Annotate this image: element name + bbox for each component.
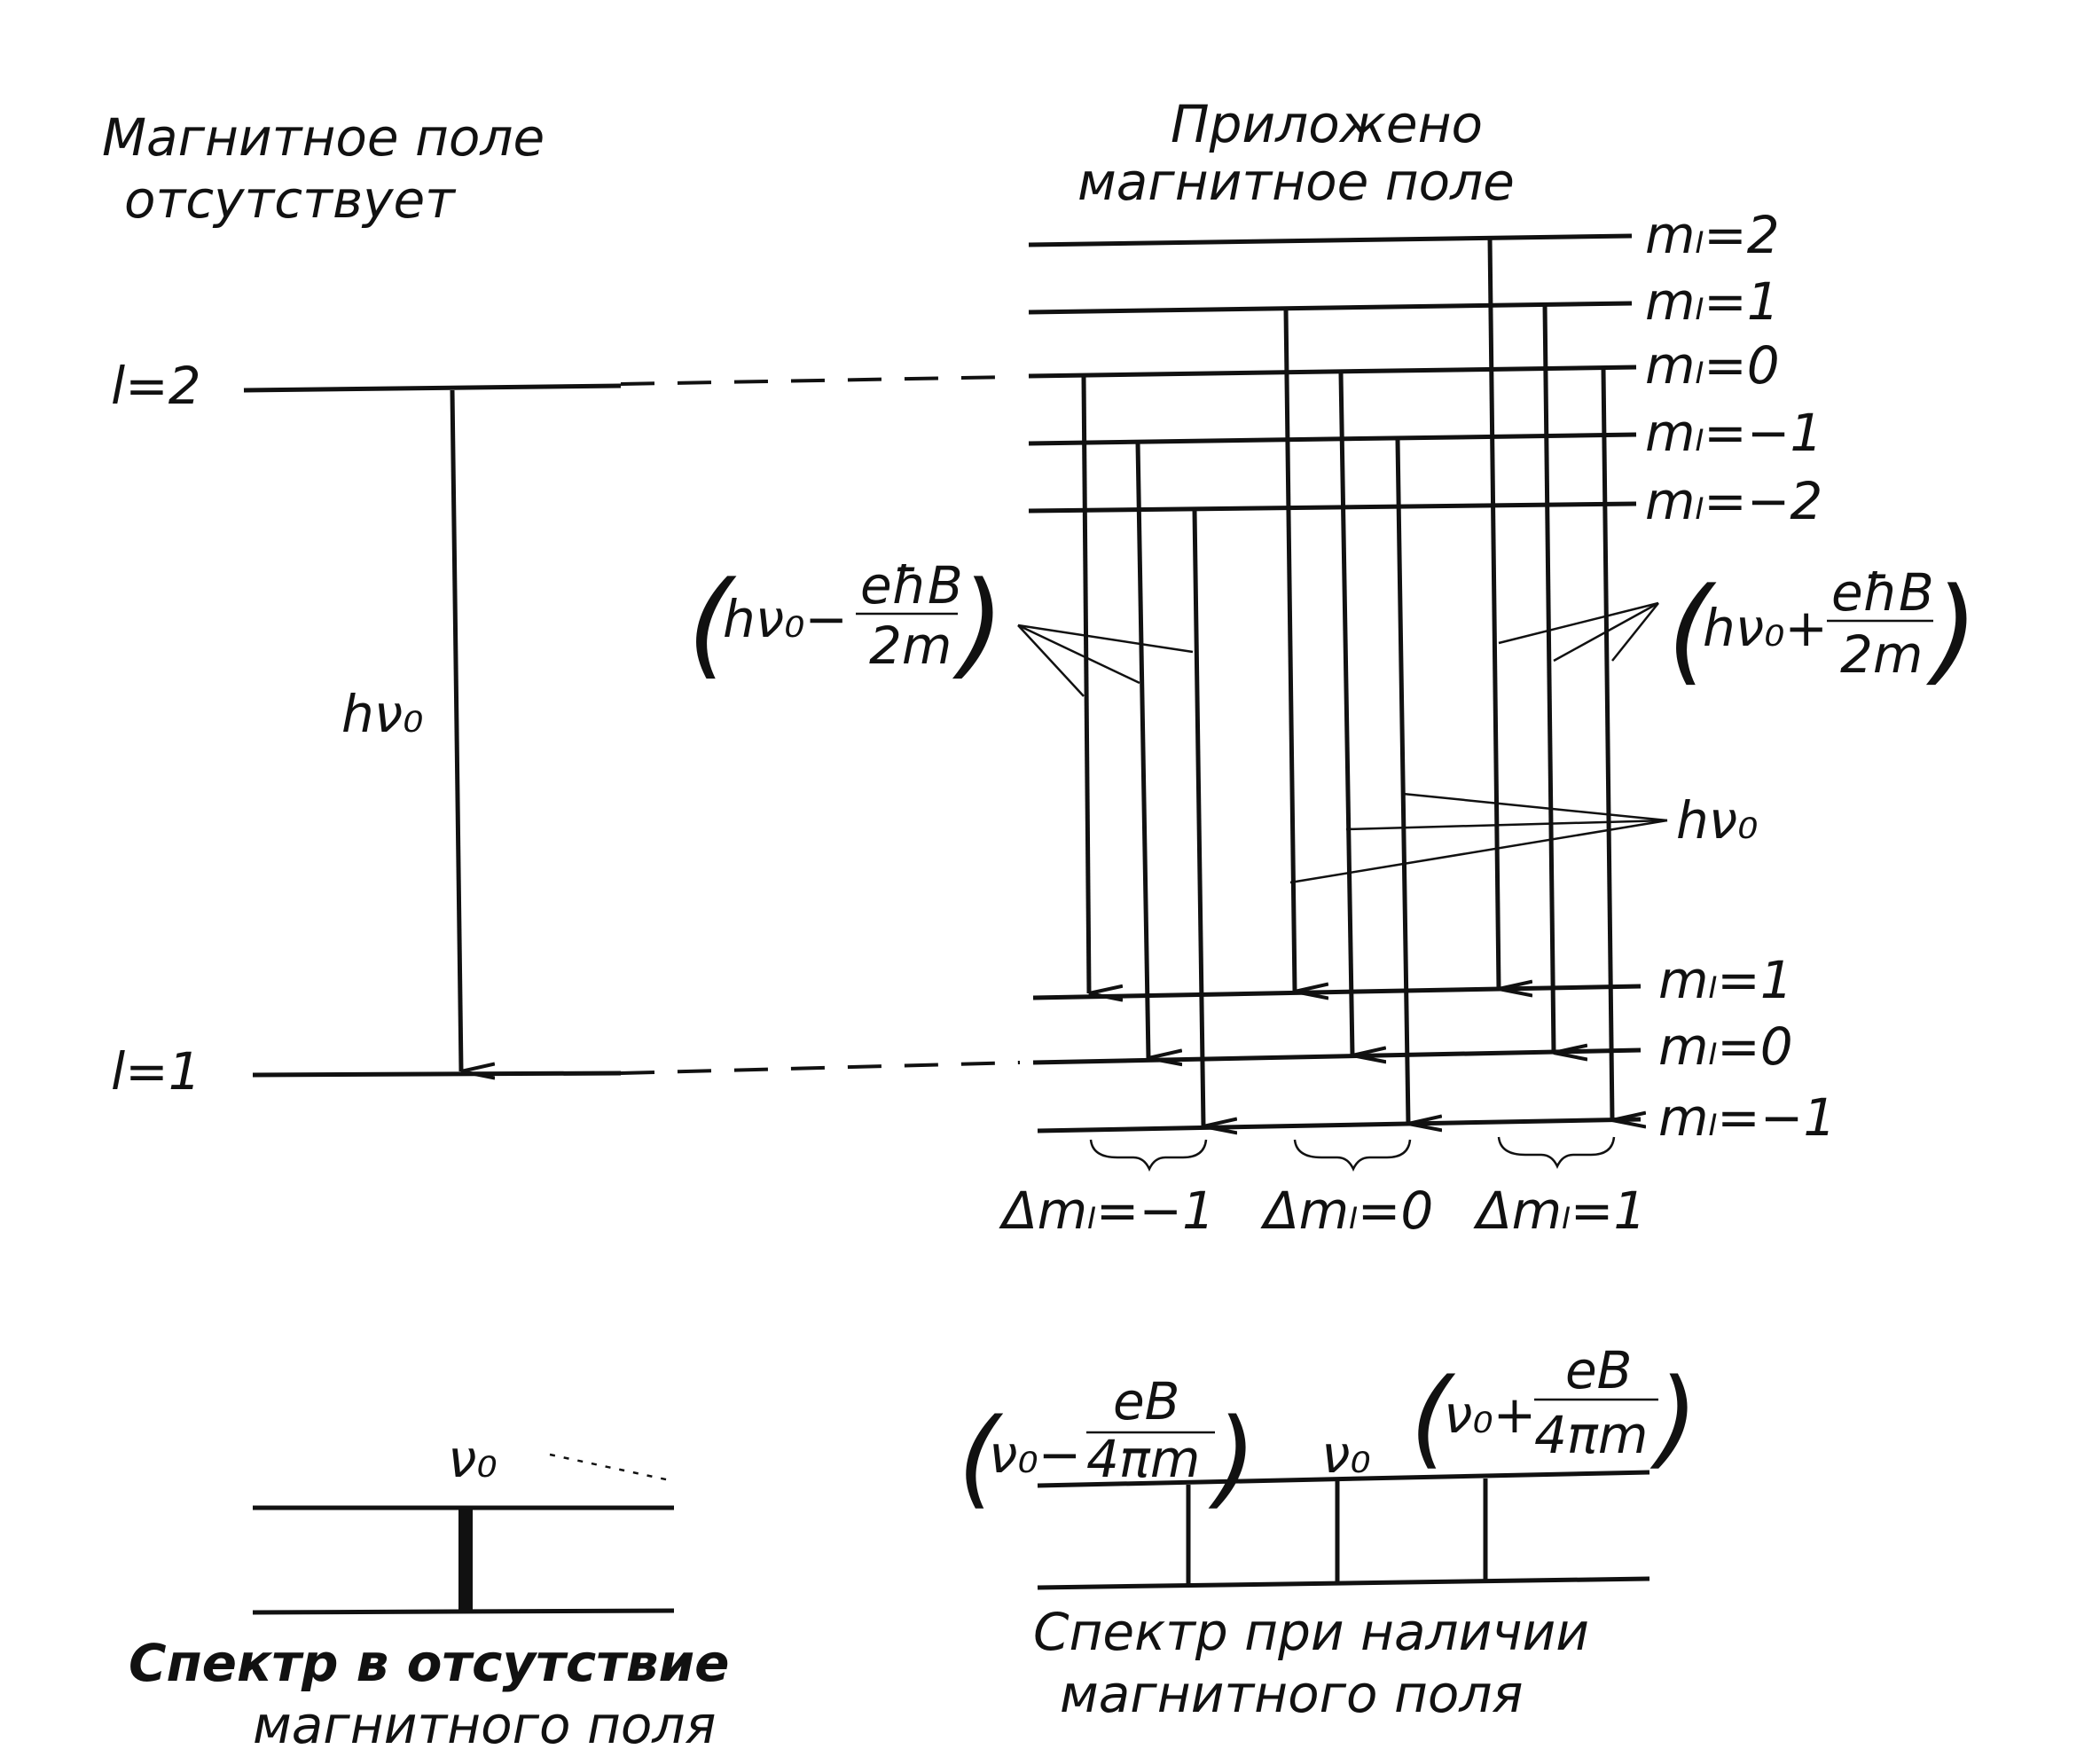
stray-mark: [549, 1453, 675, 1483]
paren-left: (: [1410, 1357, 1456, 1480]
transition-dm0-b: [1338, 373, 1352, 1055]
energy-plus-denominator: 2m: [1840, 624, 1923, 685]
spectrum-axis-bottom: [252, 1608, 675, 1615]
pointer-line: [1345, 819, 1668, 831]
left-title-line1: Магнитное поле: [102, 107, 545, 168]
upper-connector-dashed: [620, 375, 1012, 386]
energy-minus-label: ( hν₀− eħB 2m ): [687, 555, 1005, 691]
left-level-upper-label: l=2: [111, 356, 201, 416]
energy-plus-prefix: hν₀+: [1703, 598, 1828, 658]
right-title-line2: магнитное поле: [1077, 152, 1515, 212]
upper-sublevel-m1: [1028, 301, 1633, 315]
energy-minus-numerator: eħB: [860, 555, 963, 616]
energy-center-label: hν₀: [1676, 790, 1758, 851]
spectrum-line-label: ν₀: [448, 1429, 498, 1489]
transition-dm-plus1-a: [1487, 237, 1499, 989]
paren-left: (: [1667, 562, 1717, 697]
spectrum-field-caption-line2: магнитного поля: [1060, 1664, 1523, 1724]
left-transition-label: hν₀: [341, 684, 423, 744]
lower-connector-dashed: [620, 1061, 1021, 1075]
paren-right: ): [1925, 562, 1979, 697]
upper-label-m-1: mₗ=−1: [1645, 403, 1822, 463]
lower-label-m1: mₗ=1: [1658, 950, 1793, 1010]
upper-sublevel-m-2: [1028, 501, 1637, 514]
energy-plus-label: ( hν₀+ eħB 2m ): [1667, 562, 1979, 697]
spectrum-field-axis-bottom: [1037, 1576, 1650, 1590]
group-label-dm0: Δmₗ=0: [1260, 1180, 1433, 1241]
upper-sublevel-m-1: [1028, 432, 1637, 446]
left-level-upper: [243, 383, 622, 393]
transition-dm-minus1-c: [1192, 509, 1203, 1126]
lower-label-m0: mₗ=0: [1658, 1016, 1793, 1077]
upper-label-m0: mₗ=0: [1645, 335, 1780, 396]
energy-minus-denominator: 2m: [869, 616, 952, 676]
pointer-line: [1611, 602, 1659, 662]
pointer-line: [1402, 792, 1668, 822]
group-brace: [1089, 1139, 1208, 1172]
energy-minus-prefix: hν₀−: [723, 589, 848, 649]
pointer-line: [1017, 624, 1140, 685]
pointer-line: [1553, 601, 1659, 663]
spectrum-plus-prefix: ν₀+: [1444, 1384, 1536, 1445]
transition-dm-plus1-c: [1601, 368, 1612, 1120]
left-transition-arrow: [450, 389, 461, 1071]
paren-left: (: [687, 556, 737, 691]
pointer-line: [1498, 601, 1659, 645]
spectrum-minus-label: ( ν₀− eB 4πm ): [958, 1371, 1257, 1520]
pointer-line: [1017, 624, 1085, 697]
paren-right: ): [952, 556, 1005, 691]
pointer-line: [1017, 624, 1194, 654]
paren-left: (: [958, 1397, 1004, 1520]
spectrum-minus-numerator: eB: [1113, 1371, 1179, 1431]
transition-dm-minus1-b: [1135, 442, 1148, 1058]
spectrum-field-axis-top: [1037, 1470, 1650, 1488]
lower-sublevel-m0: [1032, 1047, 1642, 1065]
left-title-line2: отсутствует: [124, 169, 457, 230]
spectrum-plus-denominator: 4πm: [1534, 1405, 1648, 1465]
upper-sublevel-m2: [1028, 233, 1633, 247]
transition-dm0-a: [1283, 309, 1295, 992]
group-label-dm-minus1: Δmₗ=−1: [999, 1180, 1215, 1241]
right-title-line1: Приложено: [1171, 94, 1483, 154]
spectrum-caption-line2: магнитного поля: [253, 1695, 716, 1755]
transition-dm-plus1-b: [1542, 303, 1554, 1053]
group-brace: [1497, 1136, 1616, 1169]
upper-sublevel-m0: [1028, 365, 1637, 379]
upper-label-m-2: mₗ=−2: [1645, 471, 1822, 531]
spectrum-minus-denominator: 4πm: [1086, 1429, 1200, 1489]
spectrum-center-label: ν₀: [1321, 1424, 1371, 1485]
upper-label-m2: mₗ=2: [1645, 205, 1780, 265]
pointer-line: [1289, 819, 1668, 884]
spectrum-field-caption-line1: Спектр при наличии: [1033, 1602, 1589, 1662]
lower-label-m-1: mₗ=−1: [1658, 1087, 1836, 1148]
paren-right: ): [1649, 1357, 1698, 1480]
group-label-dm-plus1: Δmₗ=1: [1473, 1180, 1646, 1241]
spectrum-minus-prefix: ν₀−: [989, 1424, 1081, 1485]
upper-label-m1: mₗ=1: [1645, 271, 1780, 332]
lower-sublevel-m1: [1032, 984, 1642, 1000]
left-level-lower: [252, 1071, 622, 1078]
left-level-lower-label: l=1: [111, 1041, 201, 1102]
lower-sublevel-m-1: [1037, 1117, 1642, 1133]
spectrum-plus-label: ( ν₀+ eB 4πm ): [1410, 1340, 1698, 1480]
paren-right: ): [1208, 1397, 1257, 1520]
energy-plus-numerator: eħB: [1831, 562, 1934, 623]
spectrum-plus-numerator: eB: [1565, 1340, 1632, 1400]
group-brace: [1293, 1139, 1412, 1172]
transition-dm-minus1-a: [1081, 375, 1089, 993]
transition-dm0-c: [1395, 439, 1408, 1124]
spectrum-caption-line1: Спектр в отсутствие: [129, 1633, 730, 1693]
